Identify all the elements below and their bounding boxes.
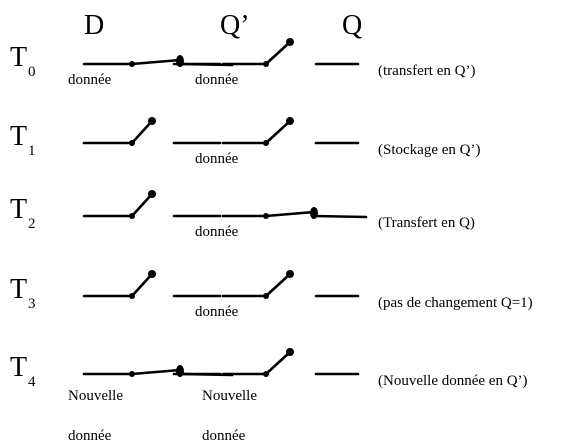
switch-q-prime-data-label: Nouvelle (202, 388, 257, 404)
time-step-subscript: 2 (28, 216, 36, 232)
time-step-subscript: 1 (28, 143, 36, 159)
row-note: (transfert en Q’) (378, 63, 475, 79)
switch-d-contact-dot (148, 117, 156, 125)
switch-q-prime-output-wire (312, 214, 368, 219)
switch-q-prime-contact-dot (286, 348, 294, 356)
switch-d (82, 270, 156, 299)
time-step-label: T (10, 352, 27, 383)
switch-q-prime-data-label-2: donnée (202, 428, 246, 444)
row-note: (Stockage en Q’) (378, 142, 480, 158)
row-note: (Nouvelle donnée en Q’) (378, 373, 528, 389)
switch-d (82, 117, 156, 146)
switch-d-contact-dot (148, 190, 156, 198)
switch-q-prime-data-label: donnée (195, 224, 239, 240)
row-note: (pas de changement Q=1) (378, 295, 533, 311)
switch-q-prime-contact-dot (286, 117, 294, 125)
time-step-subscript: 4 (28, 374, 36, 390)
row-note: (Transfert en Q) (378, 215, 475, 231)
switch-q-prime-open-contact (264, 119, 292, 145)
switch-d-closed-contact (130, 58, 182, 66)
time-step-label: T (10, 42, 27, 73)
switch-q-prime-open-contact (264, 40, 292, 66)
switch-q-prime-data-label: donnée (195, 72, 239, 88)
switch-d-closed-contact (130, 368, 182, 376)
switch-q-prime (172, 117, 294, 146)
switch-q-prime (172, 207, 368, 219)
switch-d-data-label: Nouvelle (68, 388, 123, 404)
switch-d-open-contact (130, 272, 154, 298)
time-step-label: T (10, 194, 27, 225)
switch-q-prime (172, 348, 294, 377)
switch-q-prime-closed-contact (264, 210, 316, 218)
switch-d-open-contact (130, 119, 154, 145)
switch-q-prime-data-label: donnée (195, 151, 239, 167)
switch-d-data-label: donnée (68, 72, 112, 88)
switch-q-prime-contact-dot (286, 38, 294, 46)
switch-q-prime (172, 270, 294, 299)
column-header-q: Q (342, 10, 362, 41)
switch-q-prime-open-contact (264, 350, 292, 376)
column-header-d: D (84, 10, 104, 41)
switch-q-prime-open-contact (264, 272, 292, 298)
switch-d-data-label-2: donnée (68, 428, 112, 444)
time-step-subscript: 3 (28, 296, 36, 312)
switch-d (82, 190, 156, 219)
switch-q-prime-data-label: donnée (195, 304, 239, 320)
time-step-subscript: 0 (28, 64, 36, 80)
switch-q-prime-contact-dot (286, 270, 294, 278)
switch-d-open-contact (130, 192, 154, 218)
column-header-q-prime: Q’ (220, 10, 250, 41)
time-step-label: T (10, 274, 27, 305)
time-step-label: T (10, 121, 27, 152)
switch-d-contact-dot (148, 270, 156, 278)
switch-q-prime (172, 38, 294, 67)
